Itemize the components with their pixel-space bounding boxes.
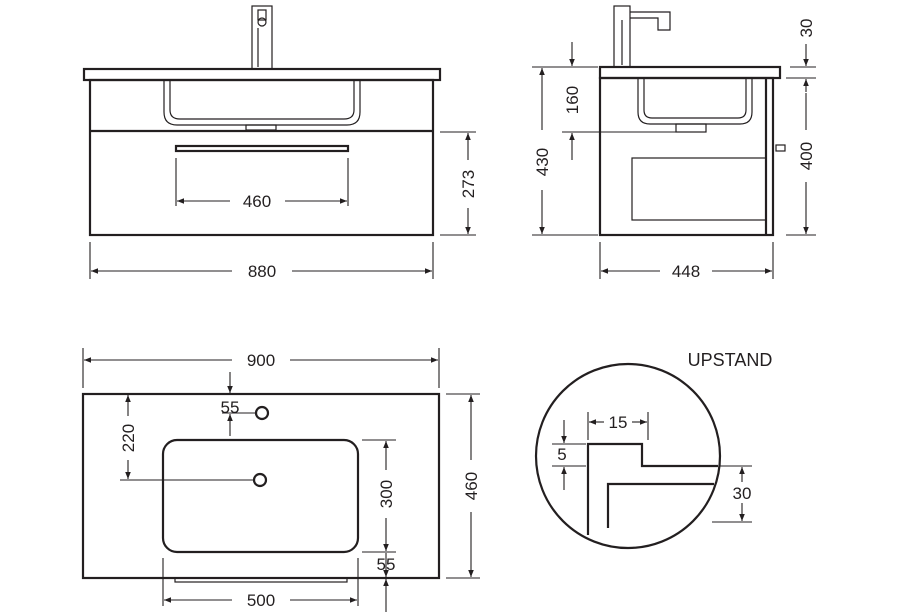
- dim-500-label: 500: [247, 591, 275, 610]
- dim-880-label: 880: [248, 262, 276, 281]
- dim-220-label: 220: [119, 424, 138, 452]
- front-waste: [245, 124, 277, 131]
- front-countertop: [82, 67, 442, 82]
- top-tap-hole: [254, 405, 270, 421]
- front-view: 460 273 880: [82, 5, 478, 281]
- front-tap-knob: [257, 17, 267, 27]
- side-cabinet: [598, 76, 775, 237]
- side-waste: [675, 123, 707, 133]
- side-basin-inner: [643, 78, 747, 119]
- dim-15-label: 15: [609, 413, 628, 432]
- top-drawer-handle: [174, 577, 348, 583]
- dim-460-label: 460: [243, 192, 271, 211]
- upstand-detail: UPSTAND 15 5 30: [534, 350, 773, 550]
- front-basin-inner: [169, 80, 355, 120]
- upstand-detail-circle: [534, 362, 722, 550]
- dim-460-top-label: 460: [462, 472, 481, 500]
- dim-160-label: 160: [563, 86, 582, 114]
- dim-900-label: 900: [247, 351, 275, 370]
- dim-448-label: 448: [672, 262, 700, 281]
- front-cabinet: [88, 78, 435, 237]
- dim-300-label: 300: [377, 480, 396, 508]
- front-tap-lever: [257, 9, 267, 21]
- side-drawer-box: [631, 157, 767, 221]
- dim-273-label: 273: [459, 170, 478, 198]
- dim-30-up-label: 30: [733, 484, 752, 503]
- side-tap-body: [613, 5, 631, 68]
- dim-5-label: 5: [557, 445, 566, 464]
- top-basin: [161, 438, 360, 554]
- side-tap-spout: [630, 11, 671, 31]
- dim-30-label: 30: [797, 19, 816, 38]
- front-tap-body: [251, 5, 273, 70]
- side-countertop: [598, 65, 782, 80]
- top-view: 900 55 220 300 55 460 500: [81, 348, 481, 612]
- upstand-profile-top: [586, 442, 718, 535]
- upstand-profile-lower: [606, 482, 714, 528]
- side-basin-outer: [637, 78, 753, 125]
- dim-400-label: 400: [797, 142, 816, 170]
- upstand-title: UPSTAND: [688, 350, 773, 370]
- front-basin-outer: [163, 80, 361, 126]
- side-handle: [775, 144, 786, 152]
- dim-55-top-label: 55: [221, 398, 240, 417]
- dim-55-rim-label: 55: [377, 555, 396, 574]
- side-view: 30 400 160 430 448: [532, 5, 816, 281]
- dim-430-label: 430: [533, 148, 552, 176]
- front-drawer-handle: [174, 144, 350, 153]
- top-waste-hole: [252, 472, 268, 488]
